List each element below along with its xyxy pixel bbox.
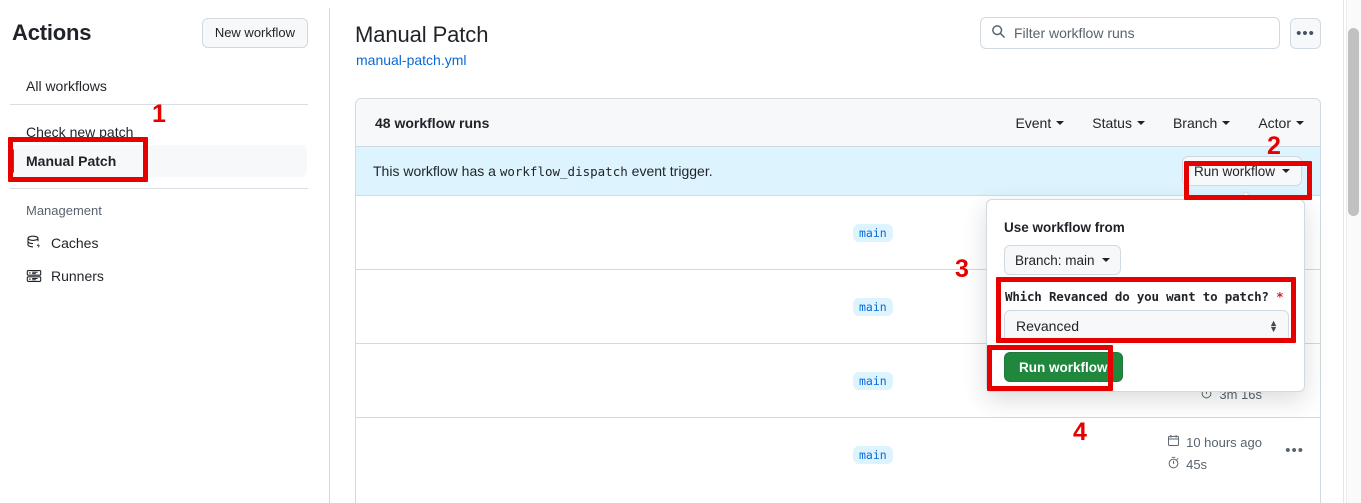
workflow-title: Manual Patch — [355, 22, 489, 47]
calendar-icon — [1167, 434, 1180, 450]
sidebar-divider-top — [10, 104, 308, 105]
run-age-text: 10 hours ago — [1186, 434, 1262, 450]
sidebar-item-runners[interactable]: Runners — [26, 268, 104, 284]
branch-badge[interactable]: main — [853, 372, 893, 390]
run-meta: 10 hours ago 45s — [1167, 434, 1262, 472]
branch-select-label: Branch: main — [1015, 252, 1095, 268]
filter-event[interactable]: Event — [1015, 114, 1065, 131]
search-input[interactable] — [1014, 25, 1269, 41]
workflow-dispatch-banner: This workflow has a workflow_dispatch ev… — [356, 147, 1320, 196]
required-marker: * — [1276, 289, 1284, 304]
runs-card-header: 48 workflow runs Event Status Branch — [356, 99, 1320, 147]
chevron-down-icon — [1282, 169, 1290, 173]
chevron-down-icon — [1136, 120, 1145, 125]
filter-event-label: Event — [1015, 114, 1052, 131]
branch-badge[interactable]: main — [853, 224, 893, 242]
sidebar-item-caches-label: Caches — [51, 235, 99, 251]
table-row[interactable]: main — [356, 196, 1320, 270]
dropdown-arrow — [1238, 191, 1254, 200]
more-options-button[interactable]: ••• — [1290, 18, 1321, 49]
sidebar-item-manual-patch-label: Manual Patch — [26, 153, 117, 169]
runs-filter-group: Event Status Branch Actor — [1015, 115, 1304, 131]
dispatch-text-after: event trigger. — [631, 163, 713, 179]
chevron-down-icon — [1296, 120, 1304, 125]
run-workflow-button-label: Run workflow — [1193, 163, 1275, 179]
run-age: 10 hours ago — [1167, 434, 1262, 450]
chevron-down-icon — [1101, 258, 1110, 262]
sidebar-item-check-new-patch[interactable]: Check new patch — [26, 124, 134, 140]
row-more-options-button[interactable]: ••• — [1285, 442, 1304, 459]
new-workflow-button[interactable]: New workflow — [201, 18, 308, 48]
stopwatch-icon — [1167, 456, 1180, 472]
workflow-runs-count: 48 workflow runs — [375, 114, 490, 131]
use-workflow-from-label: Use workflow from — [1004, 220, 1125, 235]
filter-branch[interactable]: Branch — [1172, 114, 1231, 131]
sidebar-item-manual-patch[interactable]: Manual Patch — [10, 145, 307, 177]
filter-status-label: Status — [1092, 114, 1132, 131]
table-row[interactable]: main — [356, 270, 1320, 344]
chevron-down-icon — [1222, 120, 1231, 125]
content-edge — [1343, 0, 1344, 503]
sidebar-item-all-workflows[interactable]: All workflows — [26, 78, 107, 94]
workflow-input-label-text: Which Revanced do you want to patch? — [1005, 289, 1269, 304]
kebab-horizontal-icon: ••• — [1296, 24, 1315, 42]
sidebar-item-runners-label: Runners — [51, 268, 104, 284]
runners-icon — [26, 268, 42, 284]
page-scrollbar-thumb[interactable] — [1348, 28, 1359, 216]
actions-sidebar: Actions New workflow All workflows Check… — [0, 0, 330, 503]
dispatch-event-code: workflow_dispatch — [499, 164, 628, 179]
revanced-select-value: Revanced — [1016, 318, 1080, 334]
cache-icon — [26, 235, 42, 251]
table-row[interactable]: main 10 hours ago — [356, 418, 1320, 492]
sidebar-item-caches[interactable]: Caches — [26, 235, 98, 251]
select-updown-icon: ▲▼ — [1269, 318, 1278, 334]
filter-branch-label: Branch — [1172, 114, 1218, 131]
branch-badge[interactable]: main — [853, 446, 893, 464]
workflow-input-label: Which Revanced do you want to patch? * — [1005, 289, 1284, 304]
filter-status[interactable]: Status — [1092, 115, 1145, 131]
branch-select-button[interactable]: Branch: main — [1004, 245, 1121, 275]
sidebar-vertical-divider — [329, 8, 330, 503]
page-scrollbar[interactable] — [1346, 0, 1361, 503]
chevron-down-icon — [1056, 120, 1065, 125]
run-workflow-dropdown-button[interactable]: Run workflow — [1181, 156, 1302, 186]
sidebar-section-management: Management — [26, 203, 102, 218]
run-duration-text: 45s — [1186, 456, 1208, 472]
filter-actor-label: Actor — [1258, 114, 1291, 131]
sidebar-divider-bottom — [10, 188, 308, 189]
filter-workflow-runs-box[interactable] — [980, 17, 1280, 49]
run-workflow-submit-button[interactable]: Run workflow — [1004, 352, 1123, 382]
dispatch-banner-text: This workflow has a workflow_dispatch ev… — [373, 163, 713, 179]
revanced-select[interactable]: Revanced ▲▼ — [1004, 310, 1289, 342]
workflow-file-link[interactable]: manual-patch.yml — [356, 52, 467, 68]
run-duration: 45s — [1167, 456, 1262, 472]
page-title-actions: Actions — [12, 20, 92, 45]
search-icon — [991, 24, 1006, 42]
run-workflow-panel: Use workflow from Branch: main Which Rev… — [986, 199, 1305, 392]
selected-indicator-bar — [11, 149, 14, 173]
branch-badge[interactable]: main — [853, 298, 893, 316]
filter-actor[interactable]: Actor — [1258, 115, 1304, 131]
dispatch-text-before: This workflow has a — [373, 163, 496, 179]
sidebar-header: Actions New workflow — [12, 18, 308, 48]
